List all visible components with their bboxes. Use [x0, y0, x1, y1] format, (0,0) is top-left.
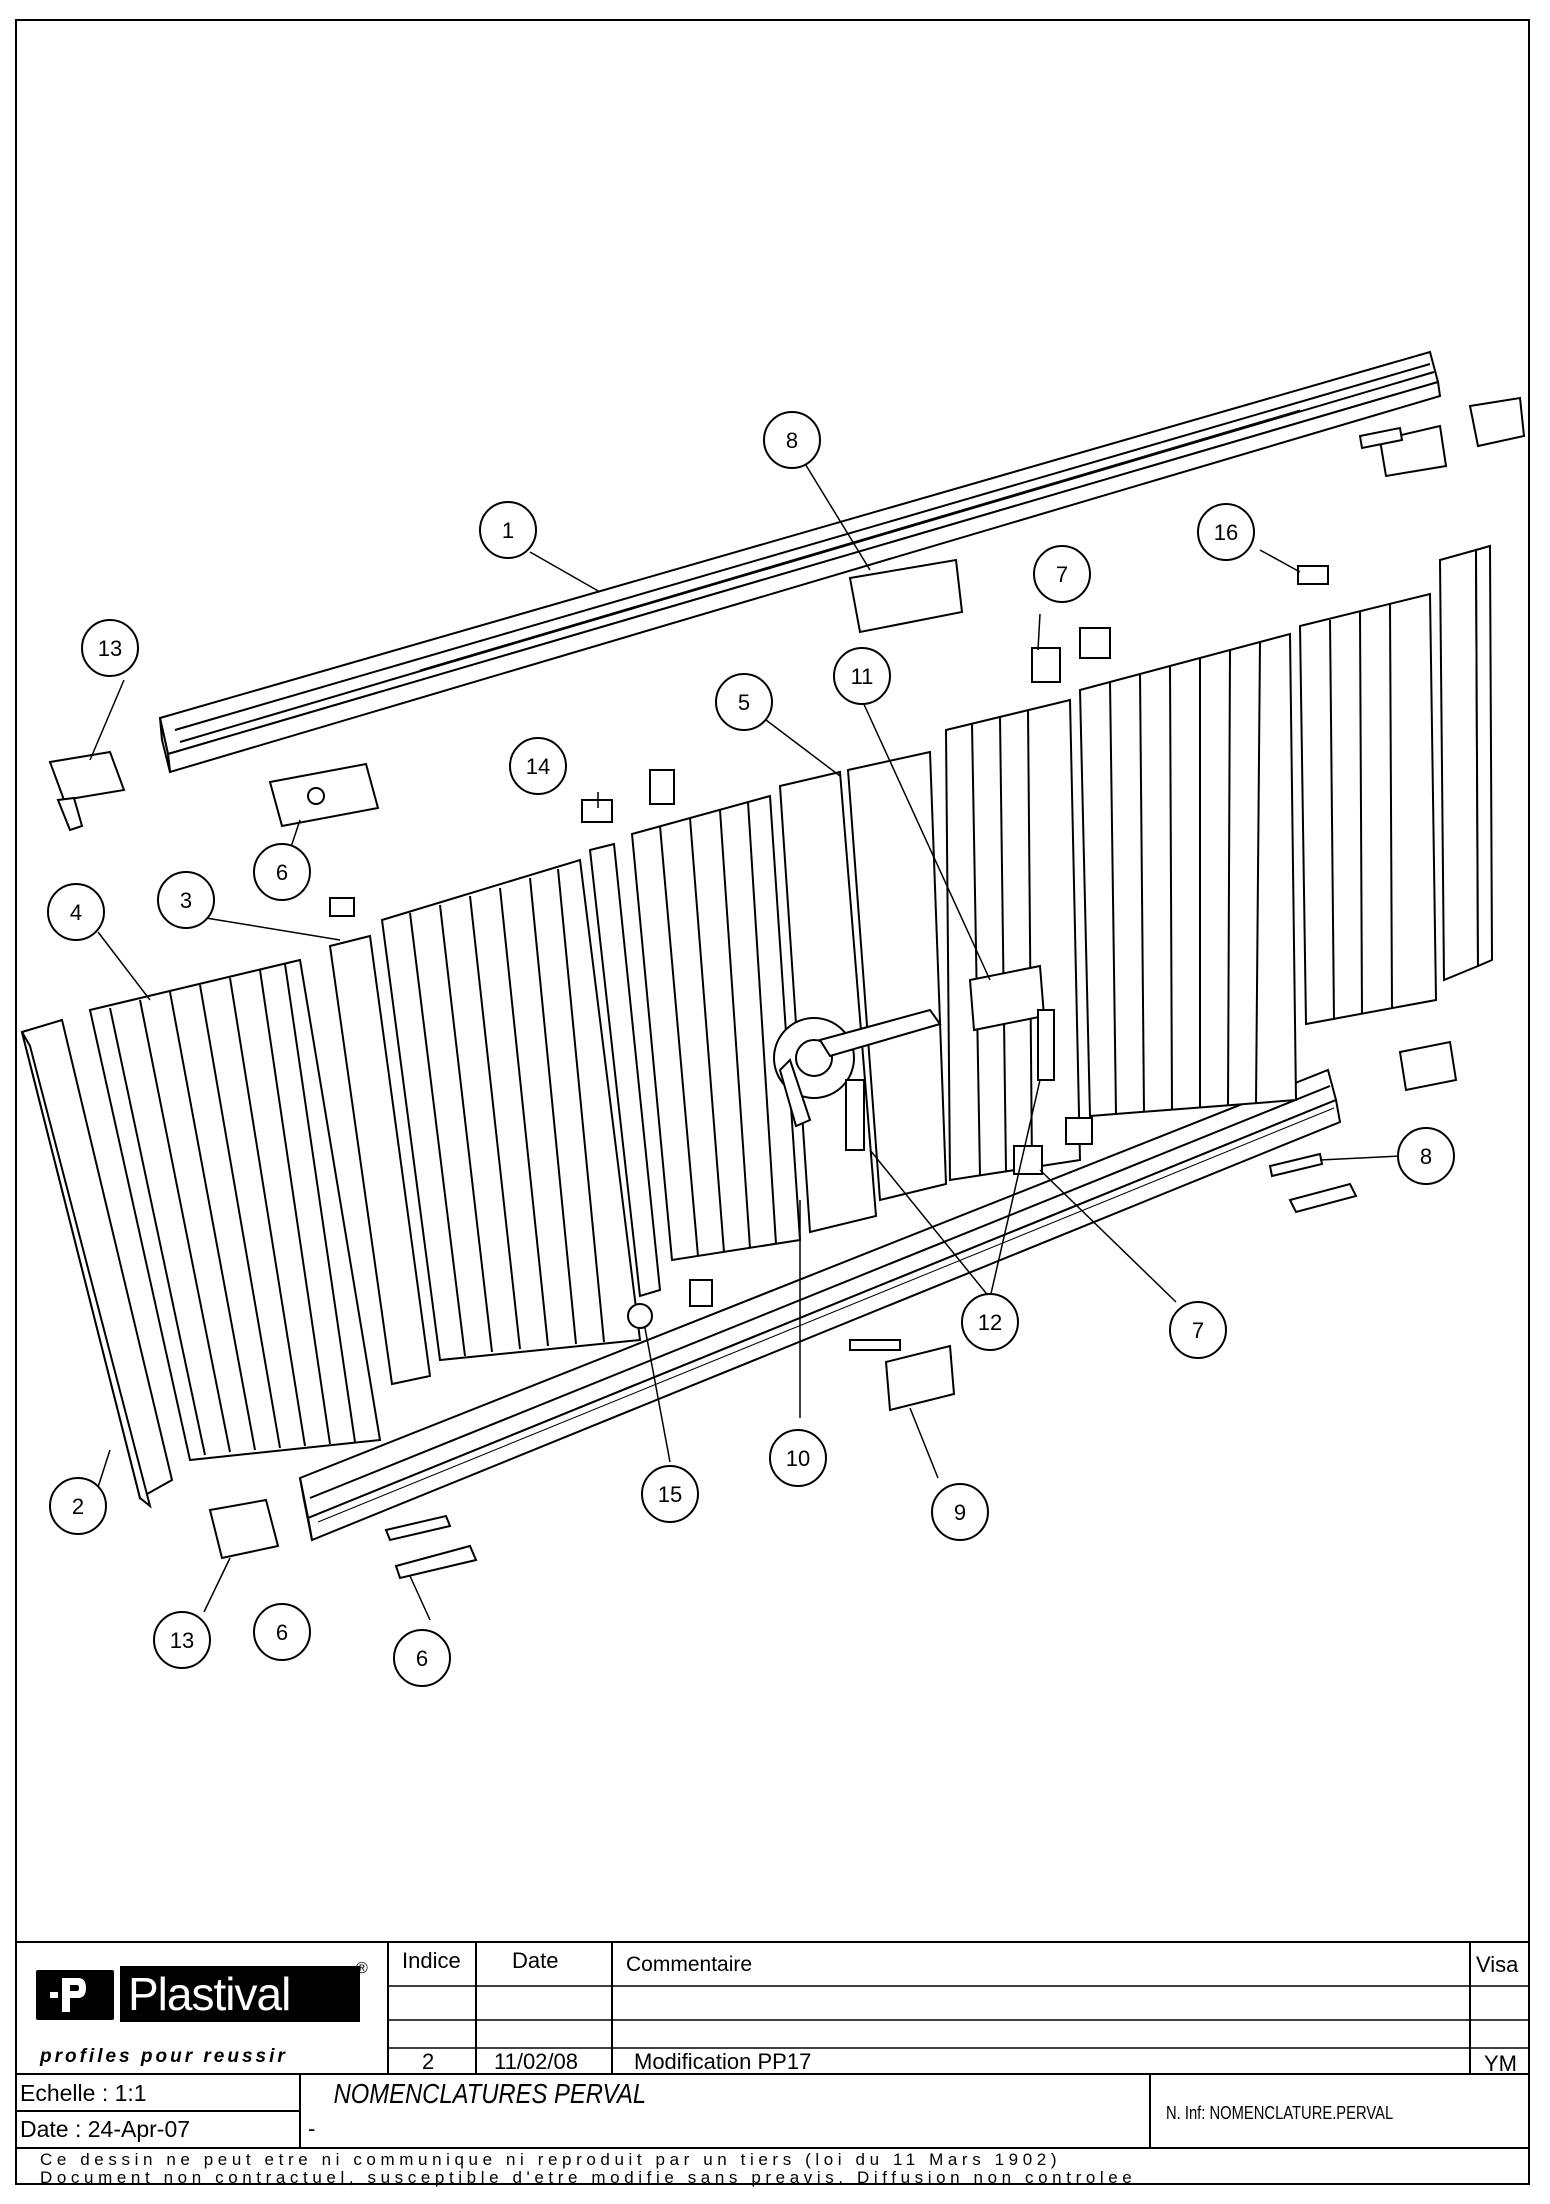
panel-group-left — [20, 842, 662, 1509]
drawing-subtitle: - — [308, 2116, 316, 2141]
callout-label: 14 — [526, 754, 550, 779]
callout-circle — [81, 619, 139, 677]
callout-label: 5 — [738, 690, 750, 715]
callout-label: 9 — [954, 1500, 966, 1525]
header-commentaire: Commentaire — [626, 1953, 753, 1976]
top-rail — [158, 350, 1442, 774]
callout-label: 3 — [180, 888, 192, 913]
callout-label: 8 — [786, 428, 798, 453]
logo-tagline: profiles pour reussir — [40, 2046, 288, 2067]
leader-lines — [89, 461, 1401, 1621]
drawing-title: NOMENCLATURES PERVAL — [333, 2078, 647, 2109]
callout-circle — [1197, 503, 1255, 561]
callout-circle — [393, 1629, 451, 1687]
callout-circle — [479, 501, 537, 559]
callout-circle — [509, 737, 567, 795]
logo-registered-mark: ® — [356, 1960, 368, 1977]
callout-label: 7 — [1056, 562, 1068, 587]
callout-circle — [157, 871, 215, 929]
callout-circle — [253, 843, 311, 901]
header-indice: Indice — [402, 1948, 461, 1973]
revision-indice: 2 — [422, 2049, 435, 2074]
revision-visa: YM — [1484, 2051, 1517, 2076]
callout-label: 6 — [416, 1646, 428, 1671]
small-parts — [48, 396, 1526, 1580]
callout-label: 8 — [1420, 1144, 1432, 1169]
callout-label: 12 — [978, 1310, 1002, 1335]
callout-label: 15 — [658, 1482, 682, 1507]
callout-circle — [833, 647, 891, 705]
date-field: Date : 24-Apr-07 — [20, 2116, 191, 2142]
logo-wordmark: Plastival — [120, 1966, 360, 2022]
p-glyph-icon — [50, 1978, 86, 2012]
callout-circle — [715, 673, 773, 731]
callout-circle — [1397, 1127, 1455, 1185]
callout-circle — [763, 411, 821, 469]
header-date: Date — [512, 1948, 559, 1973]
panel-group-center — [630, 698, 1082, 1262]
reference-field: N. Inf: NOMENCLATURE.PERVAL — [1166, 2103, 1394, 2123]
logo-mark-icon — [36, 1970, 114, 2020]
callout-label: 7 — [1192, 1318, 1204, 1343]
callout-label: 4 — [70, 900, 82, 925]
callout-label: 1 — [502, 518, 514, 543]
callout-circle — [49, 1477, 107, 1535]
callout-circle — [769, 1429, 827, 1487]
callout-circle — [641, 1465, 699, 1523]
plastival-logo: Plastival ® — [36, 1960, 368, 2022]
callout-circle — [1033, 545, 1091, 603]
copyright-notice: Ce dessin ne peut etre ni communique ni … — [40, 2150, 1062, 2169]
callout-label: 6 — [276, 1620, 288, 1645]
callout-label: 2 — [72, 1494, 84, 1519]
callout-label: 16 — [1214, 520, 1238, 545]
scale-field: Echelle : 1:1 — [20, 2080, 147, 2106]
callout-circle — [253, 1603, 311, 1661]
callout-circle — [153, 1611, 211, 1669]
callout-label: 13 — [98, 636, 122, 661]
title-block-grid — [15, 1941, 1530, 2185]
panel-group-right — [1078, 544, 1494, 1118]
callout-label: 6 — [276, 860, 288, 885]
callout-circle — [961, 1293, 1019, 1351]
revision-date: 11/02/08 — [494, 2049, 579, 2074]
callout-label: 13 — [170, 1628, 194, 1653]
header-visa: Visa — [1476, 1952, 1519, 1977]
callout-circle — [47, 883, 105, 941]
callout-circle — [931, 1483, 989, 1541]
callout-circle — [1169, 1301, 1227, 1359]
revision-commentaire: Modification PP17 — [634, 2049, 812, 2074]
disclaimer-notice: Document non contractuel, susceptible d'… — [40, 2168, 1137, 2187]
callout-label: 11 — [851, 664, 874, 689]
callout-label: 10 — [786, 1446, 810, 1471]
